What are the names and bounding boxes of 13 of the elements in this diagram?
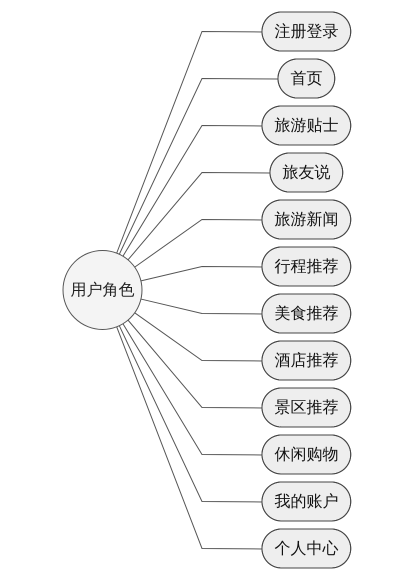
connector (122, 323, 264, 456)
connector (118, 78, 280, 255)
connector (118, 325, 264, 502)
connector (128, 320, 264, 408)
connector (134, 219, 264, 268)
connector (116, 31, 264, 254)
connector (140, 266, 264, 282)
connector (134, 312, 264, 362)
node-circle: 用户角色 (62, 250, 143, 330)
connector (128, 172, 272, 260)
connector (116, 326, 264, 550)
connector (122, 125, 264, 257)
connector (140, 298, 264, 314)
